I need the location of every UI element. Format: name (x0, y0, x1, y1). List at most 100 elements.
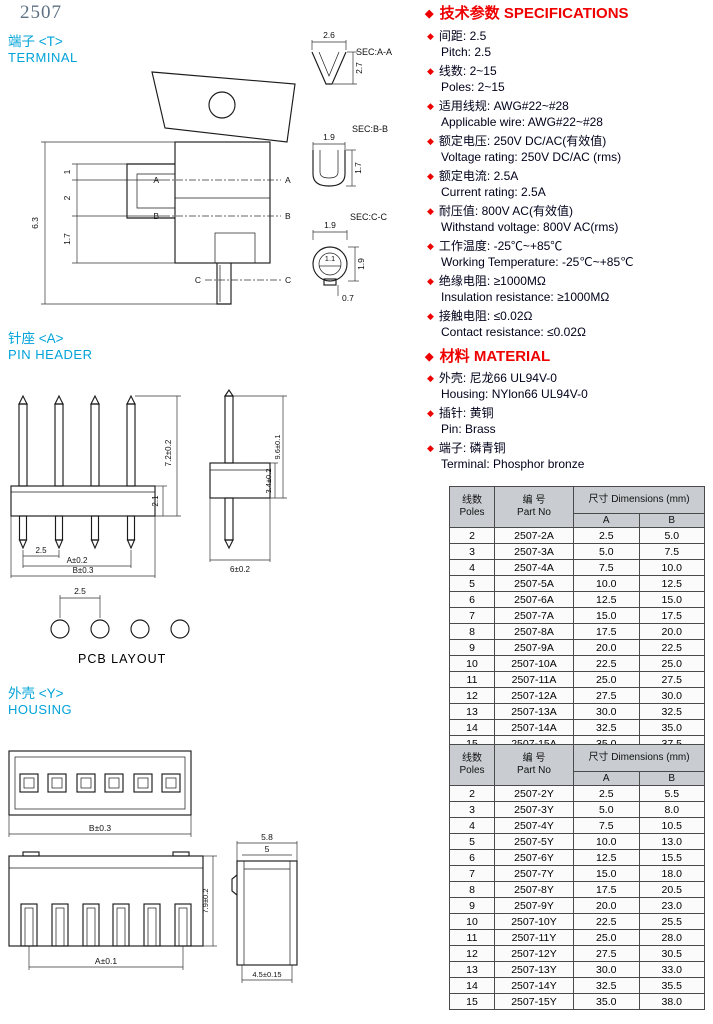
housing-dimension-table: 线数 Poles 编 号 Part No 尺寸 Dimensions (mm) … (449, 744, 705, 1010)
cell-part-no: 2507-3A (494, 543, 574, 560)
cell-part-no: 2507-10A (494, 655, 574, 672)
cell-dim-b: 35.5 (638, 977, 705, 994)
cell-poles: 15 (449, 993, 495, 1010)
cell-part-no: 2507-11Y (494, 929, 574, 946)
cell-part-no: 2507-13Y (494, 961, 574, 978)
table-row: 6 2507-6Y 12.5 15.5 (449, 849, 705, 866)
cell-poles: 13 (449, 961, 495, 978)
spec-item-cn: 接触电阻: ≤0.02Ω (438, 309, 533, 323)
cell-dim-b: 38.0 (638, 993, 705, 1010)
sec-aa-height-dim: 2.7 (354, 62, 364, 74)
terminal-label-cn: 端子 <T> (8, 34, 63, 49)
doc-number: 2507 (20, 2, 62, 23)
table-row: 9 2507-9A 20.0 22.5 (449, 639, 705, 656)
spec-item-cn: 额定电压: 250V DC/AC(有效值) (438, 134, 607, 148)
table-row: 3 2507-3Y 5.0 8.0 (449, 801, 705, 818)
housing-front-drawing: 7.9±0.2 A±0.1 (8, 851, 217, 970)
housing-label-en: HOUSING (8, 702, 73, 717)
spec-item-cn: 间距: 2.5 (438, 29, 487, 43)
cell-dim-a: 7.5 (573, 559, 640, 576)
sec-cc-label: SEC:C-C (350, 212, 388, 222)
cell-dim-a: 30.0 (573, 961, 640, 978)
cell-dim-a: 27.5 (573, 945, 640, 962)
cell-dim-a: 32.5 (573, 977, 640, 994)
cell-poles: 13 (449, 703, 495, 720)
dim-a-header: A (573, 513, 640, 528)
table-row: 10 2507-10Y 22.5 25.5 (449, 913, 705, 930)
cell-poles: 2 (449, 527, 495, 544)
material-item: ◆外壳: 尼龙66 UL94V-0 Housing: NYlon66 UL94V… (427, 370, 713, 402)
dim-b-header: B (638, 513, 705, 528)
spec-item-en: Poles: 2~15 (441, 80, 505, 94)
sec-cc-inner-dim: 1.1 (325, 254, 335, 263)
diamond-bullet-icon: ◆ (427, 136, 434, 146)
spec-item-en: Current rating: 2.5A (441, 185, 546, 199)
cell-dim-a: 35.0 (573, 993, 640, 1010)
diamond-bullet-icon: ◆ (425, 8, 434, 20)
cell-dim-b: 5.5 (638, 785, 705, 802)
spec-item: ◆耐压值: 800V AC(有效值) Withstand voltage: 80… (427, 203, 713, 235)
pin-header-pitch-dim: 2.5 (35, 546, 47, 555)
cell-dim-a: 17.5 (573, 623, 640, 640)
cell-dim-a: 25.0 (573, 929, 640, 946)
cell-dim-a: 5.0 (573, 801, 640, 818)
cell-dim-a: 22.5 (573, 655, 640, 672)
table-row: 12 2507-12Y 27.5 30.5 (449, 945, 705, 962)
sec-aa-label: SEC:A-A (356, 47, 392, 57)
table-row: 2 2507-2A 2.5 5.0 (449, 527, 705, 544)
cell-part-no: 2507-7Y (494, 865, 574, 882)
spec-item-cn: 工作温度: -25℃~+85℃ (438, 239, 563, 253)
housing-section-label: 外壳 <Y> HOUSING (8, 686, 72, 718)
pcb-layout-label: PCB LAYOUT (78, 652, 167, 666)
sec-cc-height-dim: 1.9 (356, 258, 366, 270)
pin-header-label-en: PIN HEADER (8, 347, 93, 362)
diamond-bullet-icon: ◆ (427, 101, 434, 111)
cell-dim-b: 22.5 (638, 639, 705, 656)
cell-dim-a: 25.0 (573, 671, 640, 688)
diamond-bullet-icon: ◆ (427, 443, 434, 453)
pin-header-base-height-dim: 2.1 (151, 495, 160, 507)
cell-poles: 8 (449, 881, 495, 898)
cell-dim-a: 12.5 (573, 849, 640, 866)
cell-poles: 4 (449, 817, 495, 834)
cell-part-no: 2507-15Y (494, 993, 574, 1010)
cell-dim-a: 10.0 (573, 575, 640, 592)
cell-dim-b: 20.0 (638, 623, 705, 640)
terminal-dim-1-7: 1.7 (62, 233, 72, 245)
spec-item: ◆工作温度: -25℃~+85℃ Working Temperature: -2… (427, 238, 713, 270)
cell-dim-b: 23.0 (638, 897, 705, 914)
diamond-bullet-icon: ◆ (427, 66, 434, 76)
cell-dim-b: 12.5 (638, 575, 705, 592)
cell-dim-a: 15.0 (573, 865, 640, 882)
pin-header-section-label: 针座 <A> PIN HEADER (8, 331, 92, 363)
housing-front-height-dim: 7.9±0.2 (201, 889, 210, 914)
cell-dim-a: 7.5 (573, 817, 640, 834)
dimensions-column-header: 尺寸 Dimensions (mm) (573, 486, 705, 514)
material-list: ◆外壳: 尼龙66 UL94V-0 Housing: NYlon66 UL94V… (427, 370, 713, 475)
cell-dim-b: 10.0 (638, 559, 705, 576)
cell-dim-a: 2.5 (573, 785, 640, 802)
cell-poles: 9 (449, 897, 495, 914)
cell-poles: 6 (449, 849, 495, 866)
cell-part-no: 2507-2Y (494, 785, 574, 802)
spec-item-cn: 额定电流: 2.5A (438, 169, 519, 183)
cell-dim-b: 27.5 (638, 671, 705, 688)
cell-dim-b: 5.0 (638, 527, 705, 544)
cell-part-no: 2507-8A (494, 623, 574, 640)
cell-part-no: 2507-5Y (494, 833, 574, 850)
diamond-bullet-icon: ◆ (425, 351, 434, 363)
cell-dim-b: 33.0 (638, 961, 705, 978)
cell-dim-a: 22.5 (573, 913, 640, 930)
material-item: ◆插针: 黄铜 Pin: Brass (427, 405, 713, 437)
cell-dim-b: 13.0 (638, 833, 705, 850)
part-no-header-en: Part No (517, 507, 551, 518)
table-row: 2 2507-2Y 2.5 5.5 (449, 785, 705, 802)
cell-poles: 6 (449, 591, 495, 608)
table-row: 7 2507-7Y 15.0 18.0 (449, 865, 705, 882)
pin-header-front-drawing: 2.1 7.2±0.2 2.5 A±0.2 B±0.3 (10, 394, 181, 578)
housing-top-b-dim: B±0.3 (89, 823, 111, 833)
terminal-dim-1: 1 (62, 169, 72, 174)
sec-cc-width-dim: 1.9 (324, 220, 336, 230)
sec-bb-label: SEC:B-B (352, 124, 388, 134)
